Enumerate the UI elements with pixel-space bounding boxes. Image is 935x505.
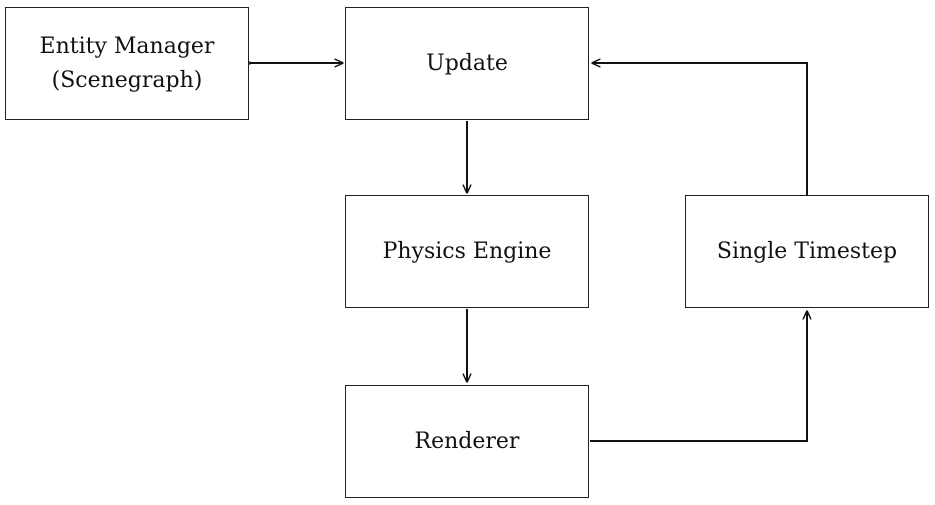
update-node: Update (345, 7, 589, 120)
entity-manager-label: Entity Manager (39, 33, 215, 59)
update-label: Update (426, 50, 508, 76)
physics-engine-label: Physics Engine (382, 238, 552, 264)
renderer-node: Renderer (345, 385, 589, 498)
edge-renderer-single-timestep (590, 311, 807, 442)
physics-engine-node: Physics Engine (345, 195, 589, 308)
edge-single-timestep-update (592, 63, 808, 195)
scenegraph-label: (Scenegraph) (51, 67, 203, 93)
single-timestep-node: Single Timestep (685, 195, 929, 308)
renderer-label: Renderer (414, 428, 520, 454)
entity-manager-node: Entity Manager (Scenegraph) (5, 7, 249, 120)
single-timestep-label: Single Timestep (716, 238, 898, 264)
